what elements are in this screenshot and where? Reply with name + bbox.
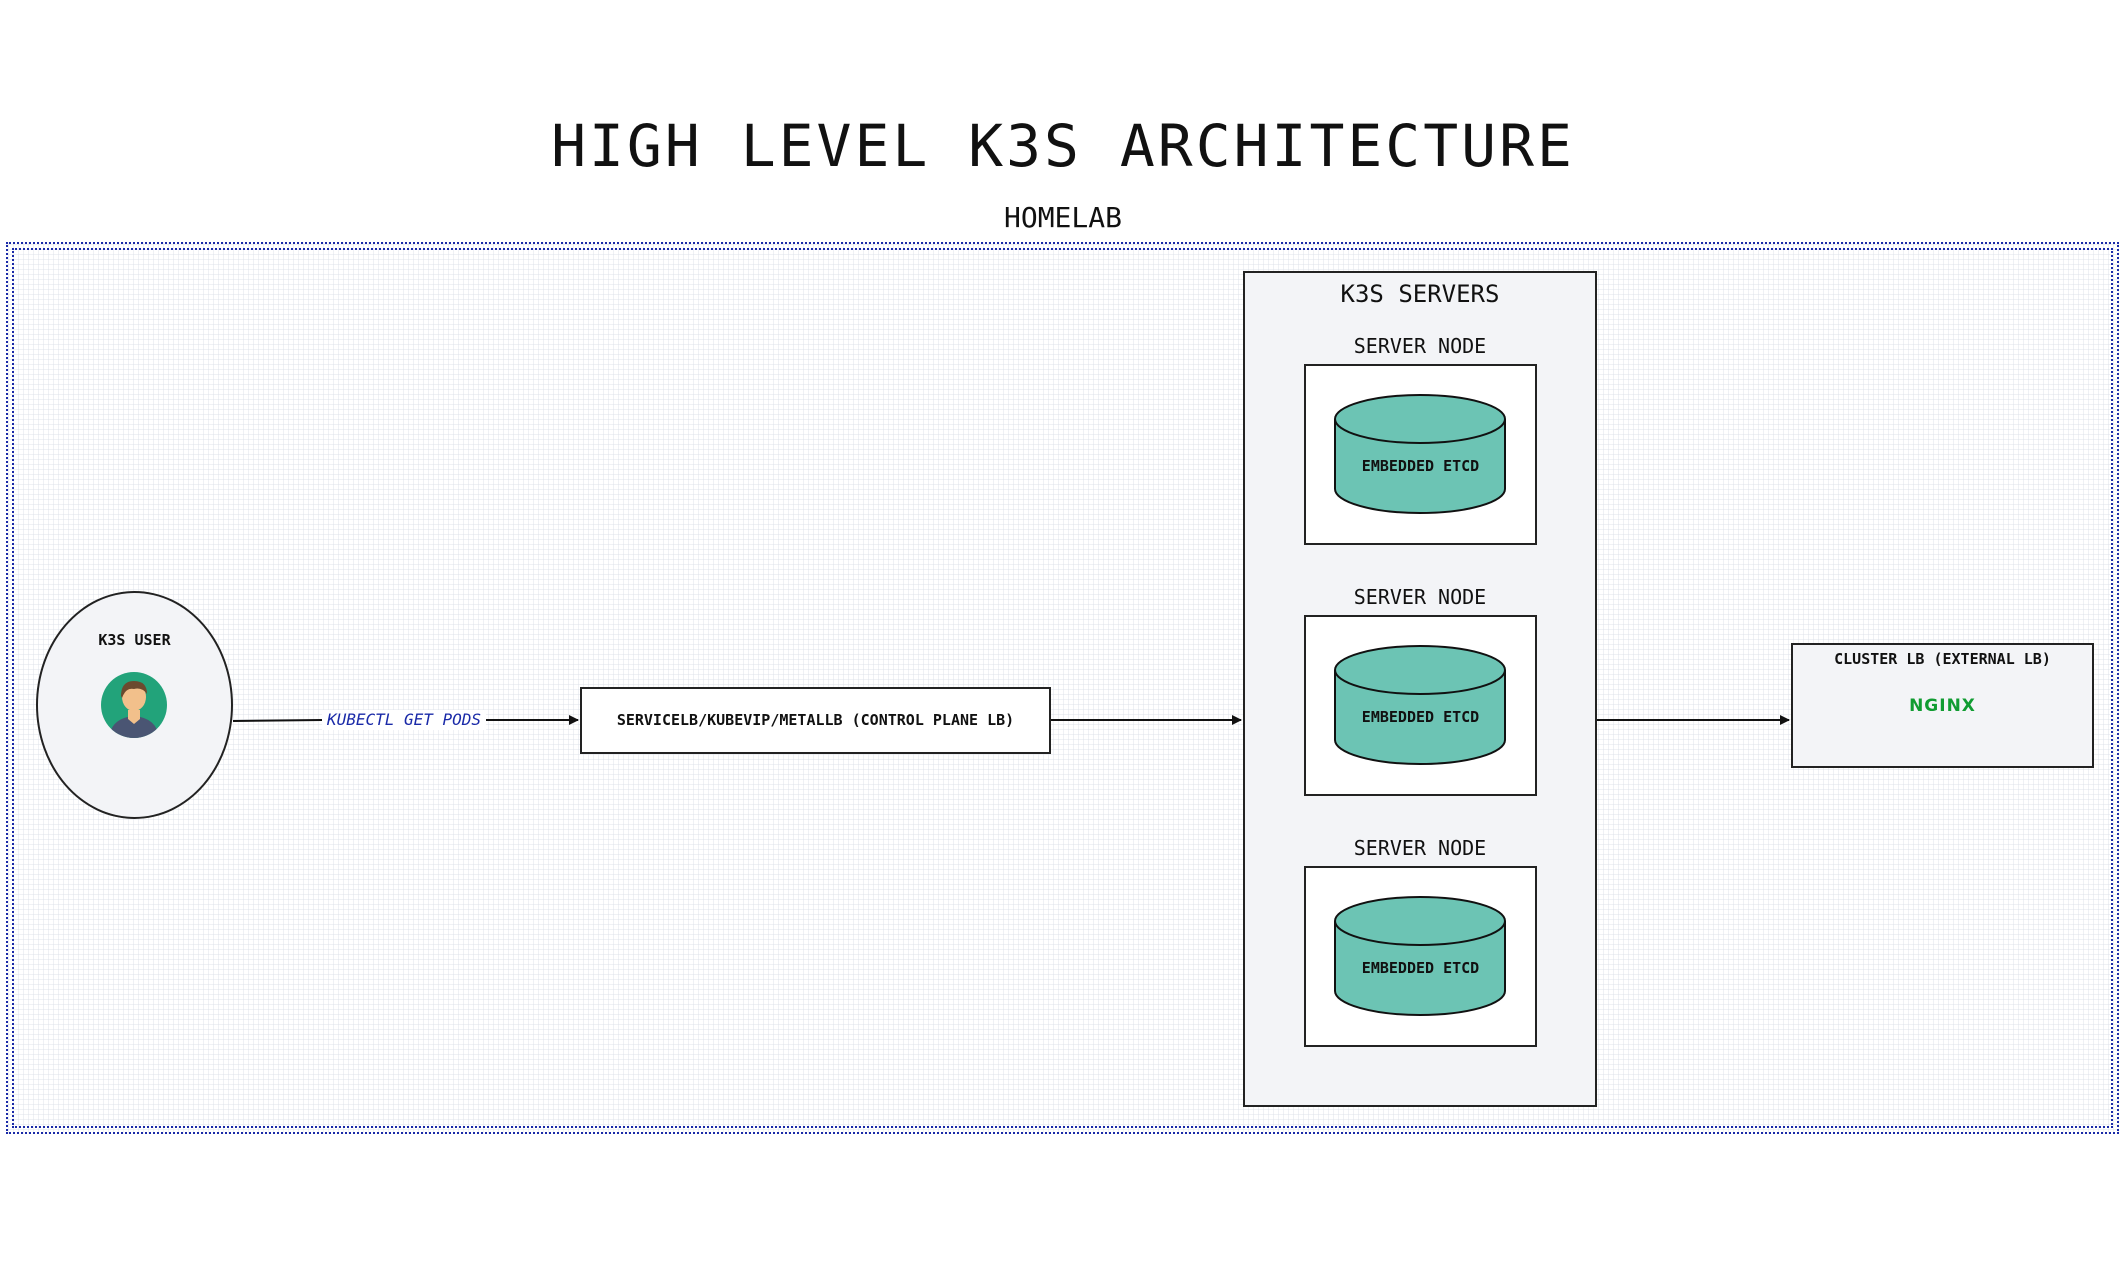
homelab-group-label: HOMELAB bbox=[1003, 201, 1122, 234]
control-plane-lb-box[interactable] bbox=[580, 687, 1051, 754]
k3s-user-label: K3S USER bbox=[98, 631, 171, 649]
cluster-external-lb-box[interactable] bbox=[1791, 643, 2094, 768]
server-node-box[interactable] bbox=[1304, 615, 1537, 796]
nginx-logo-icon: NGINX bbox=[1909, 696, 1976, 716]
etcd-label: EMBEDDED ETCD bbox=[1361, 457, 1480, 475]
k3s-servers-title: K3S SERVERS bbox=[1340, 280, 1500, 308]
server-node-label: SERVER NODE bbox=[1353, 334, 1487, 358]
server-node-box[interactable] bbox=[1304, 364, 1537, 545]
homelab-group-inner-border bbox=[12, 248, 2113, 1128]
server-node-label: SERVER NODE bbox=[1353, 585, 1487, 609]
server-node-label: SERVER NODE bbox=[1353, 836, 1487, 860]
homelab-group bbox=[6, 242, 2119, 1134]
user-avatar-icon bbox=[101, 672, 167, 738]
etcd-label: EMBEDDED ETCD bbox=[1361, 959, 1480, 977]
diagram-title: HIGH LEVEL K3S ARCHITECTURE bbox=[551, 112, 1575, 180]
cluster-external-lb-label: CLUSTER LB (EXTERNAL LB) bbox=[1834, 650, 2051, 668]
kubectl-edge-label: KUBECTL GET PODS bbox=[322, 710, 486, 730]
etcd-label: EMBEDDED ETCD bbox=[1361, 708, 1480, 726]
server-node-box[interactable] bbox=[1304, 866, 1537, 1047]
control-plane-lb-label: SERVICELB/KUBEVIP/METALLB (CONTROL PLANE… bbox=[616, 711, 1015, 729]
